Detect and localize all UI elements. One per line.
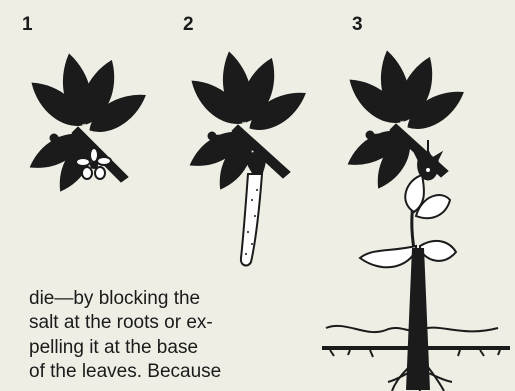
caption-text: die—by blocking the salt at the roots or… — [29, 287, 269, 384]
caption-line-2: salt at the roots or ex- — [29, 311, 269, 335]
step-number-2: 2 — [183, 14, 194, 36]
panel-2-branch — [184, 50, 311, 195]
seedling-icon — [326, 175, 498, 390]
caption-line-3: pelling it at the base — [29, 336, 269, 360]
caption-line-1: die—by blocking the — [29, 287, 269, 311]
caption-line-4: of the leaves. Because — [29, 360, 269, 384]
step-number-1: 1 — [22, 14, 33, 36]
panel-3-branch — [342, 49, 469, 194]
step-number-3: 3 — [352, 14, 363, 36]
